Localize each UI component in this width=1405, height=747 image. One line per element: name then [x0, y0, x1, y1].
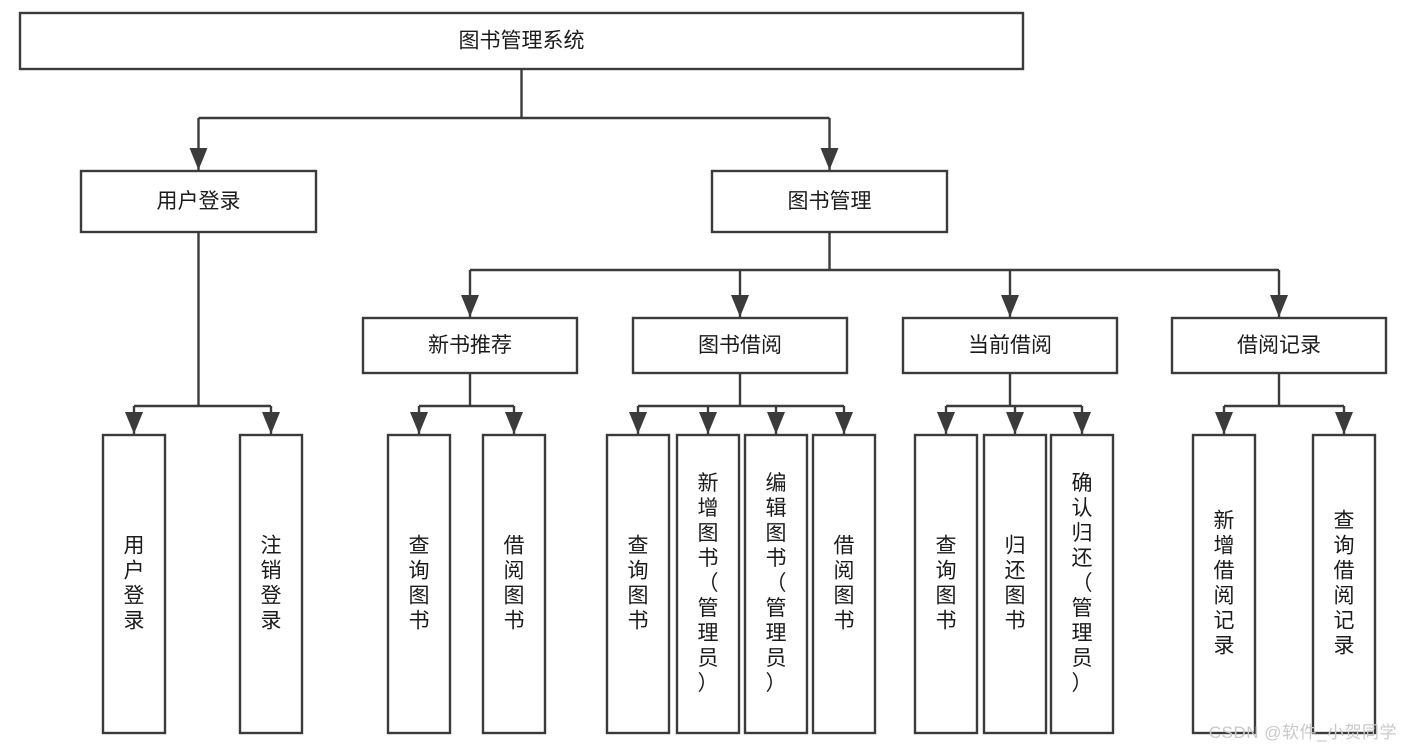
arrow-current-borrow: [1001, 295, 1019, 317]
arrow-book-manage: [820, 148, 839, 170]
node-label-record-query: 查询借阅记录: [1334, 509, 1355, 657]
node-box-recommend-query-book: [386, 433, 452, 735]
node-borrow-edit-book[interactable]: 编辑图书（管理员）: [743, 433, 809, 735]
node-label-user-logout: 注销登录: [261, 534, 282, 632]
arrow-record-query: [1335, 412, 1353, 434]
arrow-recommend-query-book: [410, 412, 428, 434]
arrow-record-add: [1215, 412, 1233, 434]
node-label-recommend-query-book: 查询图书: [409, 534, 430, 632]
arrow-current-confirm-return: [1073, 412, 1091, 434]
arrow-new-book-recommend: [461, 295, 479, 317]
arrow-user-login-do: [125, 412, 143, 434]
arrow-borrow-edit-book: [767, 412, 785, 434]
node-book-borrow[interactable]: 图书借阅: [631, 316, 849, 375]
node-box-current-return-book: [982, 433, 1048, 735]
node-label-borrow-record: 借阅记录: [1237, 334, 1321, 357]
node-borrow-borrow-book[interactable]: 借阅图书: [811, 433, 877, 735]
node-label-borrow-edit-book: 编辑图书（管理员）: [766, 472, 787, 695]
node-recommend-query-book[interactable]: 查询图书: [386, 433, 452, 735]
node-box-record-query: [1311, 433, 1377, 735]
node-label-current-confirm-return: 确认归还（管理员）: [1072, 472, 1093, 695]
arrow-user-logout: [262, 412, 280, 434]
node-label-user-login-do: 用户登录: [124, 534, 145, 632]
node-label-root: 图书管理系统: [459, 30, 585, 53]
node-label-record-add: 新增借阅记录: [1214, 509, 1235, 657]
node-label-book-borrow: 图书借阅: [698, 334, 782, 357]
node-current-return-book[interactable]: 归还图书: [982, 433, 1048, 735]
node-borrow-record[interactable]: 借阅记录: [1170, 316, 1388, 375]
node-borrow-add-book[interactable]: 新增图书（管理员）: [675, 433, 741, 735]
arrow-borrow-add-book: [699, 412, 717, 434]
node-label-current-borrow: 当前借阅: [968, 334, 1052, 357]
node-box-borrow-record: [1170, 316, 1388, 375]
node-box-user-login: [79, 169, 318, 234]
arrow-user-login: [189, 148, 208, 170]
node-box-borrow-add-book: [675, 433, 741, 735]
node-box-current-query-book: [913, 433, 979, 735]
node-label-user-login: 用户登录: [157, 190, 241, 213]
arrow-recommend-borrow-book: [505, 412, 523, 434]
node-layer: 图书管理系统用户登录用户登录注销登录图书管理新书推荐查询图书借阅图书图书借阅查询…: [18, 11, 1388, 735]
node-borrow-query-book[interactable]: 查询图书: [605, 433, 671, 735]
connector-layer: [125, 69, 1353, 434]
node-box-root: [18, 11, 1025, 71]
arrow-book-borrow: [731, 295, 749, 317]
node-user-login[interactable]: 用户登录: [79, 169, 318, 234]
node-box-new-book-recommend: [361, 316, 579, 375]
node-box-book-manage: [710, 169, 949, 234]
node-box-book-borrow: [631, 316, 849, 375]
node-label-recommend-borrow-book: 借阅图书: [504, 534, 525, 632]
node-record-query[interactable]: 查询借阅记录: [1311, 433, 1377, 735]
arrow-borrow-query-book: [629, 412, 647, 434]
node-label-book-manage: 图书管理: [788, 190, 872, 213]
node-box-borrow-edit-book: [743, 433, 809, 735]
node-box-record-add: [1191, 433, 1257, 735]
node-label-borrow-add-book: 新增图书（管理员）: [698, 472, 719, 695]
node-label-new-book-recommend: 新书推荐: [428, 334, 512, 357]
arrow-borrow-borrow-book: [835, 412, 853, 434]
node-book-manage[interactable]: 图书管理: [710, 169, 949, 234]
node-current-borrow[interactable]: 当前借阅: [901, 316, 1119, 375]
node-box-borrow-query-book: [605, 433, 671, 735]
node-box-current-borrow: [901, 316, 1119, 375]
node-user-logout[interactable]: 注销登录: [238, 433, 304, 735]
node-box-recommend-borrow-book: [481, 433, 547, 735]
arrow-current-query-book: [937, 412, 955, 434]
node-current-confirm-return[interactable]: 确认归还（管理员）: [1049, 433, 1115, 735]
node-root[interactable]: 图书管理系统: [18, 11, 1025, 71]
node-label-borrow-query-book: 查询图书: [628, 534, 649, 632]
node-user-login-do[interactable]: 用户登录: [101, 433, 167, 735]
csdn-watermark: CSDN @软件_小贺同学: [1208, 723, 1397, 742]
node-label-current-query-book: 查询图书: [936, 534, 957, 632]
arrow-current-return-book: [1006, 412, 1024, 434]
arrow-borrow-record: [1270, 295, 1288, 317]
node-record-add[interactable]: 新增借阅记录: [1191, 433, 1257, 735]
node-box-borrow-borrow-book: [811, 433, 877, 735]
node-current-query-book[interactable]: 查询图书: [913, 433, 979, 735]
node-box-user-login-do: [101, 433, 167, 735]
node-new-book-recommend[interactable]: 新书推荐: [361, 316, 579, 375]
node-recommend-borrow-book[interactable]: 借阅图书: [481, 433, 547, 735]
node-label-borrow-borrow-book: 借阅图书: [834, 534, 855, 632]
node-box-current-confirm-return: [1049, 433, 1115, 735]
node-label-current-return-book: 归还图书: [1005, 534, 1026, 632]
node-box-user-logout: [238, 433, 304, 735]
